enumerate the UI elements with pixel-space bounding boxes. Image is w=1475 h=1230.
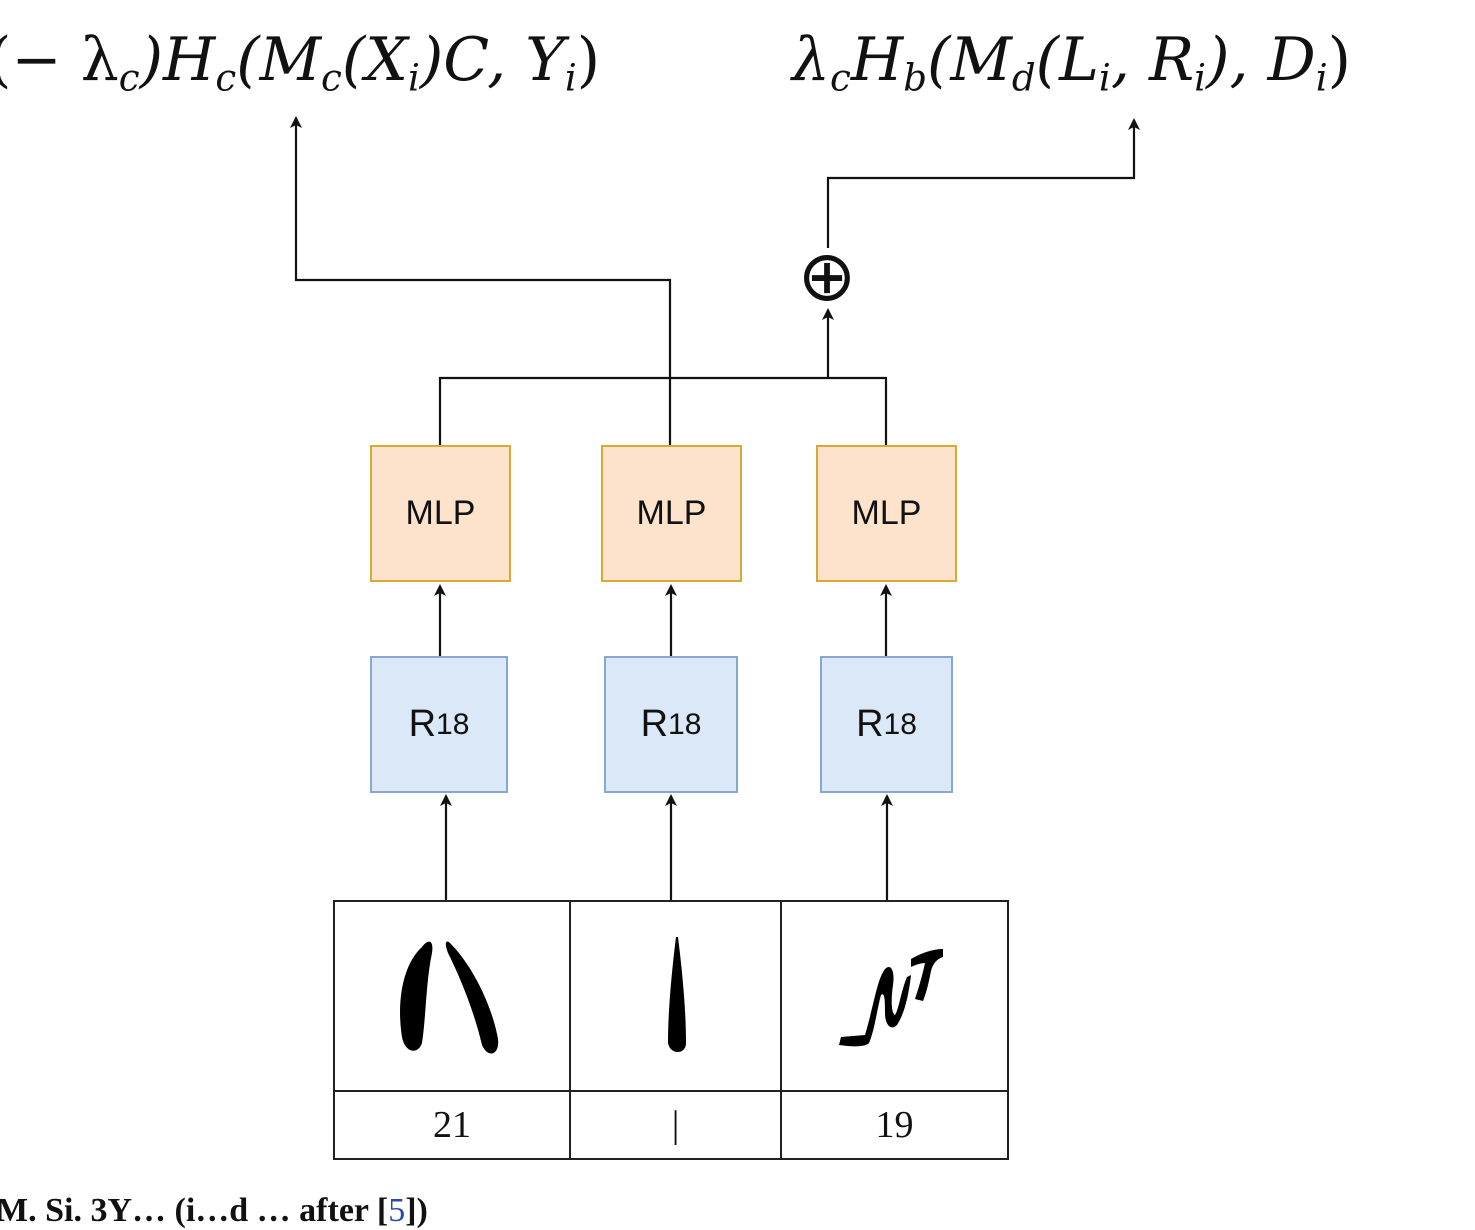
mlp-box-1: MLP (370, 445, 511, 582)
glyph-label-3: 19 (780, 1090, 1009, 1160)
arrow-sum-to-distance-loss (826, 118, 1140, 248)
glyph-label-2: | (569, 1090, 782, 1160)
citation-link[interactable]: 5 (388, 1192, 406, 1229)
line-left-mlp-to-merge (438, 376, 888, 445)
glyph-cell-3 (780, 900, 1009, 1092)
glyph-21-image (400, 941, 499, 1054)
distance-loss-formula: λcHb(Md(Li, Ri), Di) (792, 25, 1352, 100)
arrow-middle-mlp-to-classification-loss (290, 116, 672, 445)
mlp-box-3: MLP (816, 445, 957, 582)
sum-node: ⊕ (798, 235, 857, 317)
glyph-19-image (838, 949, 943, 1047)
glyph-label-1: 21 (333, 1090, 571, 1160)
glyph-cell-2 (569, 900, 782, 1092)
mlp-box-2: MLP (601, 445, 742, 582)
figure-caption: M. Si. 3Y… (i…d … after [5]) (0, 1192, 428, 1229)
glyph-cell-1 (333, 900, 571, 1092)
classification-loss-formula: (− λc)Hc(Mc(Xi)C, Yi) (0, 25, 601, 100)
glyph-1-image (667, 937, 686, 1052)
glyph-input-table: 21 | 19 (333, 900, 1009, 1160)
